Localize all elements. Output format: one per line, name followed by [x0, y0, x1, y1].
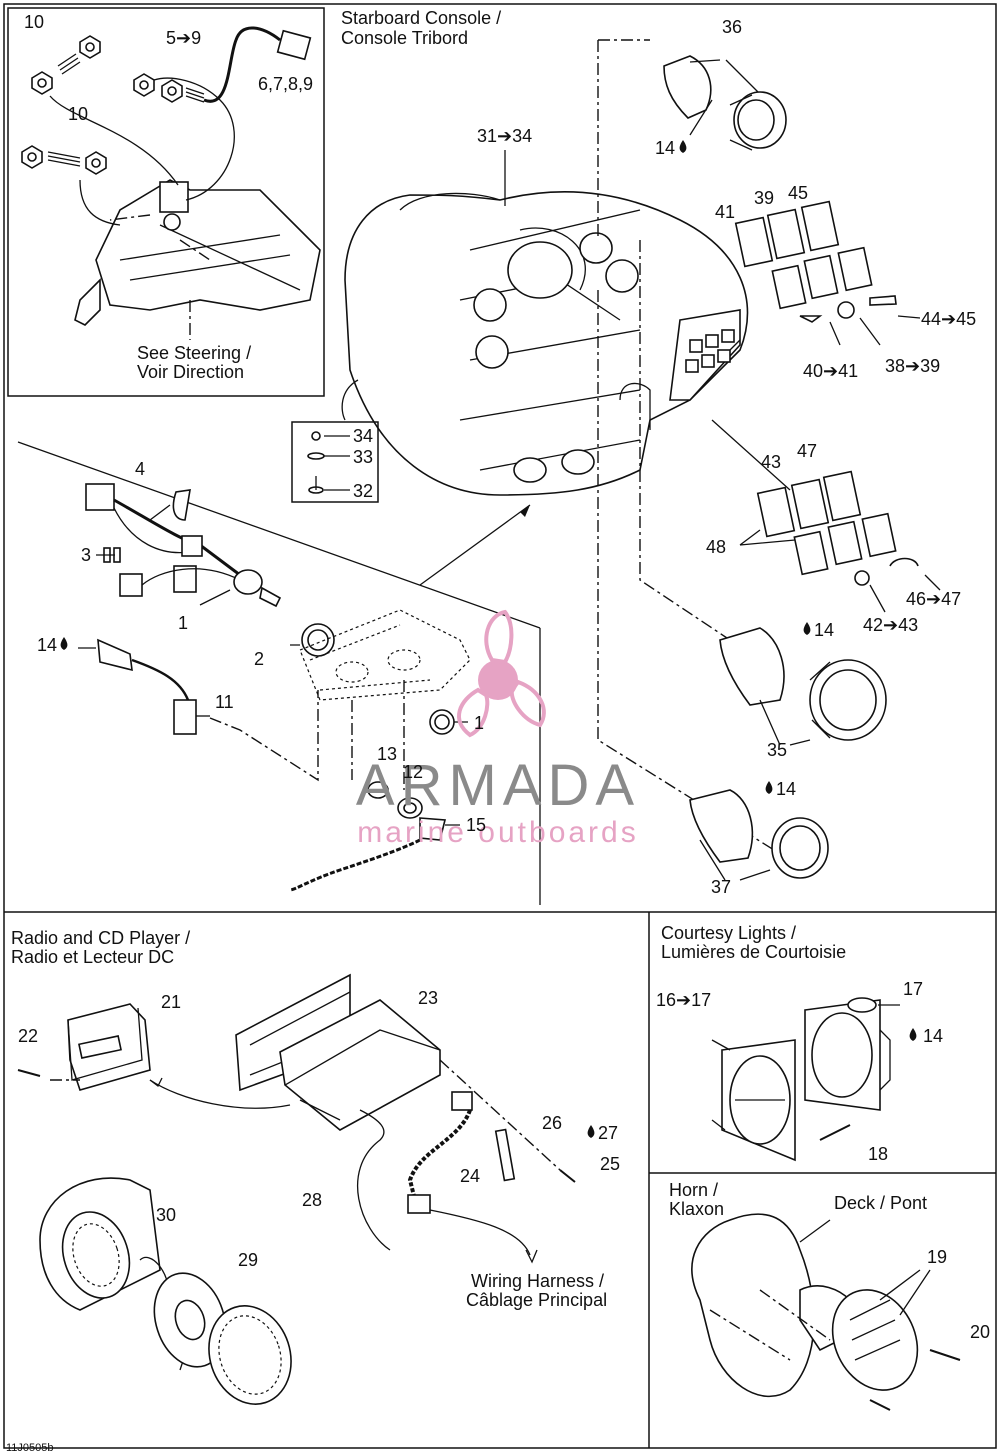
- outer-frame: [3, 3, 997, 1449]
- drop-icon: [803, 622, 811, 635]
- callout-46-47: 46➔47: [906, 589, 961, 609]
- callout-11: 11: [215, 692, 234, 712]
- callout-43: 43: [761, 452, 781, 472]
- screw-kit-box: [291, 421, 379, 503]
- steering-note: See Steering /: [137, 343, 251, 363]
- wiring-harness-label: Wiring Harness /: [471, 1271, 604, 1291]
- callout-29: 29: [238, 1250, 258, 1270]
- switch-group-bottom: [739, 470, 941, 613]
- callout-47: 47: [797, 441, 817, 461]
- radio-assembly: [17, 973, 576, 1405]
- callout-45: 45: [788, 183, 808, 203]
- callout-4: 4: [135, 459, 145, 479]
- callout-20: 20: [970, 1322, 990, 1342]
- drop-icon: [587, 1125, 595, 1138]
- callout-14-e: 14: [923, 1026, 943, 1046]
- callout-36: 36: [722, 17, 742, 37]
- callout-5-9: 5➔9: [166, 28, 201, 48]
- callout-2: 2: [254, 649, 264, 669]
- courtesy-title: Courtesy Lights /: [661, 923, 796, 943]
- callout-14-d: 14: [776, 779, 796, 799]
- callout-10-top: 10: [24, 12, 44, 32]
- callout-30: 30: [156, 1205, 176, 1225]
- callout-13: 13: [377, 744, 397, 764]
- console-title: Starboard Console /: [341, 8, 501, 28]
- horn-title: Horn /: [669, 1180, 718, 1200]
- drop-icon: [679, 140, 687, 153]
- callout-42-43: 42➔43: [863, 615, 918, 635]
- callout-14-b: 14: [37, 635, 57, 655]
- callout-25: 25: [600, 1154, 620, 1174]
- watermark-brand: ARMADA: [356, 753, 640, 818]
- callout-23: 23: [418, 988, 438, 1008]
- callout-26: 26: [542, 1113, 562, 1133]
- radio-title-fr: Radio et Lecteur DC: [11, 947, 174, 967]
- callout-19: 19: [927, 1247, 947, 1267]
- console-title-fr: Console Tribord: [341, 28, 468, 48]
- callout-28: 28: [302, 1190, 322, 1210]
- ignition-harness: [78, 483, 335, 782]
- courtesy-title-fr: Lumières de Courtoisie: [661, 942, 846, 962]
- callout-44-45: 44➔45: [921, 309, 976, 329]
- callout-32: 32: [353, 481, 373, 501]
- callout-37: 37: [711, 877, 731, 897]
- callout-6-7-8-9: 6,7,8,9: [258, 74, 313, 94]
- starboard-console: [341, 39, 791, 861]
- console-panel-detail: [289, 609, 471, 892]
- callout-15: 15: [466, 815, 486, 835]
- armada-watermark: ARMADA marine outboards: [356, 609, 640, 849]
- horn-assembly: [691, 1213, 961, 1411]
- callout-31-34: 31➔34: [477, 126, 532, 146]
- callout-3: 3: [81, 545, 91, 565]
- gauge-37: [689, 789, 829, 881]
- callout-35: 35: [767, 740, 787, 760]
- drop-icons: [60, 140, 917, 1138]
- callout-17: 17: [903, 979, 923, 999]
- callout-14-c: 14: [814, 620, 834, 640]
- drop-icon: [60, 637, 68, 650]
- callout-12: 12: [403, 762, 423, 782]
- courtesy-light-assembly: [711, 997, 900, 1162]
- callout-18: 18: [868, 1144, 888, 1164]
- callout-41: 41: [715, 202, 735, 222]
- callout-34: 34: [353, 426, 373, 446]
- radio-title: Radio and CD Player /: [11, 928, 190, 948]
- wiring-harness-label-fr: Câblage Principal: [466, 1290, 607, 1310]
- callout-1-a: 1: [178, 613, 188, 633]
- drop-icon: [765, 781, 773, 794]
- callout-22: 22: [18, 1026, 38, 1046]
- gauge-36: [663, 55, 787, 151]
- callout-24: 24: [460, 1166, 480, 1186]
- part-callouts: 10 5➔9 6,7,8,9 10 31➔34 36 14 41 39 45 4…: [18, 12, 990, 1342]
- callout-40-41: 40➔41: [803, 361, 858, 381]
- gauge-35: [719, 627, 887, 746]
- steering-assembly: [21, 26, 321, 340]
- callout-48: 48: [706, 537, 726, 557]
- horn-title-fr: Klaxon: [669, 1199, 724, 1219]
- section-leader: [17, 441, 541, 629]
- steering-note-fr: Voir Direction: [137, 362, 244, 382]
- callout-33: 33: [353, 447, 373, 467]
- callout-10-mid: 10: [68, 104, 88, 124]
- callout-14-a: 14: [655, 138, 675, 158]
- callout-1-b: 1: [474, 713, 484, 733]
- switch-group-top: [734, 200, 921, 346]
- callout-16-17: 16➔17: [656, 990, 711, 1010]
- deck-label: Deck / Pont: [834, 1193, 927, 1213]
- figure-code: 11J0505b: [6, 1442, 54, 1454]
- callout-21: 21: [161, 992, 181, 1012]
- callout-27: 27: [598, 1123, 618, 1143]
- callout-38-39: 38➔39: [885, 356, 940, 376]
- callout-39: 39: [754, 188, 774, 208]
- drop-icon: [909, 1028, 917, 1041]
- steering-inset-frame: [7, 7, 325, 397]
- watermark-tagline: marine outboards: [357, 816, 638, 849]
